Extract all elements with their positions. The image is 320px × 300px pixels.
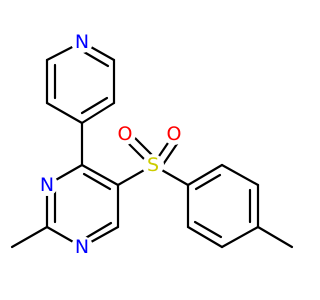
pyrimidine-nitrogen-3: N — [71, 236, 93, 258]
bond — [194, 173, 222, 191]
bond — [80, 96, 109, 115]
bond — [45, 101, 84, 125]
atom-label: O — [167, 123, 182, 145]
sulfonyl-oxygen-left: O — [114, 123, 136, 145]
atom-label: N — [75, 236, 89, 258]
bond — [80, 163, 120, 187]
bond-layer — [10, 40, 294, 249]
bond — [256, 225, 294, 249]
bond — [193, 220, 223, 239]
bond — [80, 101, 116, 125]
atom-label: O — [118, 123, 133, 145]
atom-label: N — [75, 31, 89, 53]
pyrimidine-nitrogen-1: N — [36, 174, 58, 196]
bond — [186, 163, 224, 187]
bond — [186, 225, 224, 249]
bond — [82, 221, 113, 241]
sulfonyl-sulfur: S — [142, 154, 164, 176]
bond — [82, 50, 110, 68]
bond — [10, 225, 49, 249]
atom-label-layer: N N N S O O — [36, 31, 185, 258]
sulfonyl-oxygen-right: O — [163, 123, 185, 145]
pyridine-nitrogen: N — [71, 31, 93, 53]
atom-label: N — [40, 174, 54, 196]
bond — [220, 225, 260, 249]
bond — [82, 172, 112, 191]
atom-label: S — [147, 154, 159, 176]
molecule-structure: N N N S O O — [10, 31, 294, 258]
bond — [220, 163, 260, 187]
